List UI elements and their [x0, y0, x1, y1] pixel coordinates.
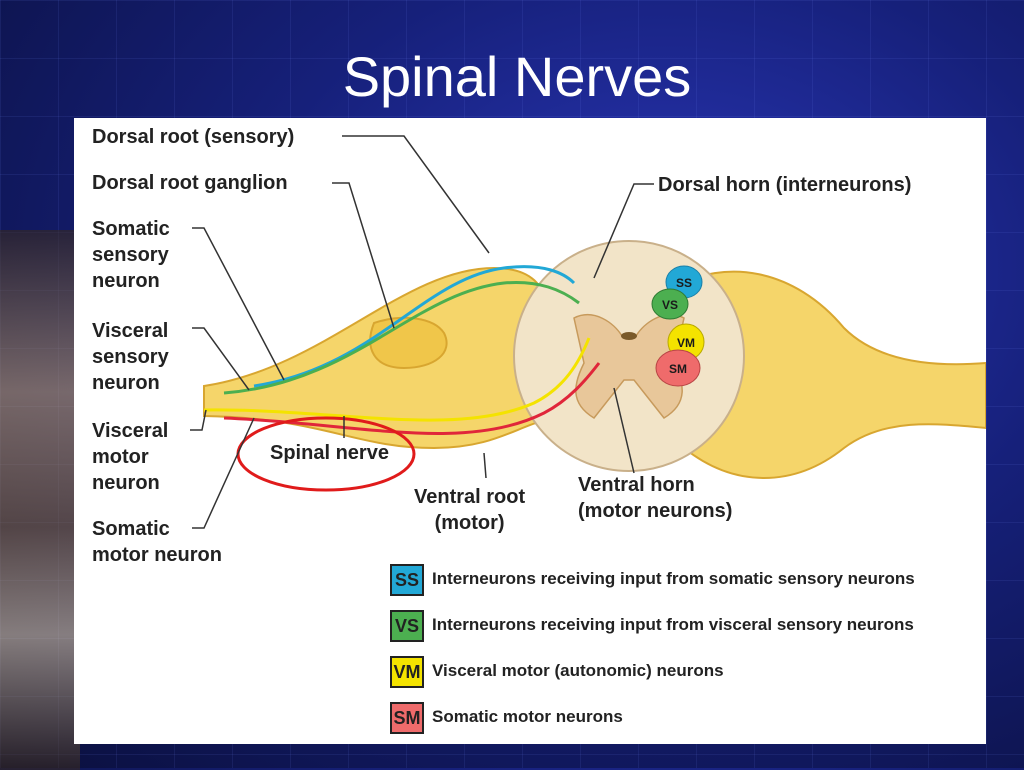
- visceral-sensory-fiber: [223, 280, 580, 395]
- somatic-motor-fiber: [223, 362, 601, 435]
- leader-dorsal-root-ganglion: [332, 182, 395, 329]
- label-ventral-root: Ventral root (motor): [414, 486, 526, 534]
- legend-item: VM Visceral motor (autonomic) neurons: [390, 656, 980, 688]
- central-canal: [621, 332, 637, 340]
- legend-code-ss: SS: [390, 564, 424, 596]
- region-ss-label: SS: [676, 276, 692, 290]
- spinal-nerve-diagram: SS VS VM SM: [190, 135, 986, 529]
- label-visceral-motor-neuron: Visceral motor neuron: [92, 420, 169, 494]
- dorsal-root-ganglion-bulge: [369, 316, 448, 370]
- legend-code-vs: VS: [390, 610, 424, 642]
- visceral-motor-fiber: [203, 337, 591, 422]
- right-nerve-trunk: [672, 270, 986, 479]
- legend-code-sm: SM: [390, 702, 424, 734]
- legend-code-vm: VM: [390, 656, 424, 688]
- label-somatic-sensory-neuron: Somatic sensory neuron: [92, 218, 170, 292]
- region-vs-label: VS: [662, 298, 678, 312]
- legend-text-ss: Interneurons receiving input from somati…: [432, 569, 915, 588]
- slide-title: Spinal Nerves: [342, 45, 692, 108]
- region-vm-label: VM: [677, 336, 695, 350]
- legend-text-sm: Somatic motor neurons: [432, 707, 623, 726]
- region-sm: [655, 349, 701, 387]
- somatic-sensory-fiber: [253, 265, 576, 388]
- legend-text-vm: Visceral motor (autonomic) neurons: [432, 661, 724, 680]
- leader-visceral-motor: [190, 409, 207, 431]
- legend-item: VS Interneurons receiving input from vis…: [390, 610, 980, 642]
- leader-somatic-motor: [192, 417, 255, 529]
- legend-text-vs: Interneurons receiving input from viscer…: [432, 615, 914, 634]
- legend: SS Interneurons receiving input from som…: [390, 564, 980, 748]
- spine-decoration: [0, 230, 80, 770]
- legend-item: SM Somatic motor neurons: [390, 702, 980, 734]
- leader-somatic-sensory: [192, 227, 285, 381]
- leader-dorsal-root: [342, 135, 490, 254]
- region-sm-label: SM: [669, 362, 687, 376]
- leader-dorsal-horn: [593, 183, 654, 279]
- label-ventral-horn: Ventral horn (motor neurons): [578, 474, 733, 522]
- region-vs: [651, 288, 689, 320]
- leader-ventral-root: [483, 452, 487, 479]
- label-spinal-nerve: Spinal nerve: [270, 442, 389, 464]
- leader-visceral-sensory: [192, 327, 250, 391]
- label-dorsal-root-ganglion: Dorsal root ganglion: [92, 172, 288, 194]
- label-dorsal-horn: Dorsal horn (interneurons): [658, 174, 912, 196]
- leader-ventral-horn: [613, 387, 635, 474]
- legend-item: SS Interneurons receiving input from som…: [390, 564, 980, 596]
- label-visceral-sensory-neuron: Visceral sensory neuron: [92, 320, 169, 394]
- diagram-panel: SS VS VM SM Dorsal root (sensory) Dorsal…: [74, 118, 986, 744]
- label-somatic-motor-neuron: Somatic motor neuron: [92, 518, 222, 566]
- label-dorsal-root: Dorsal root (sensory): [92, 126, 295, 148]
